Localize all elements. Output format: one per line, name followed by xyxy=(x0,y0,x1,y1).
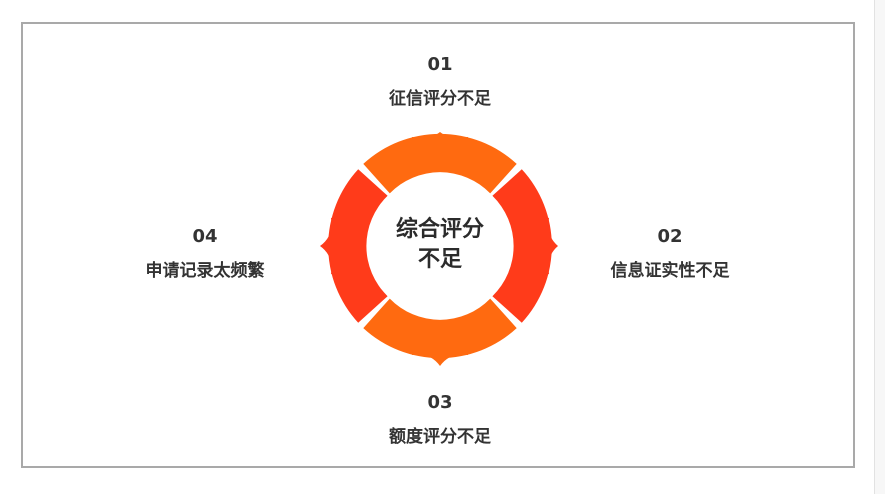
item-right: 02 信息证实性不足 xyxy=(565,226,775,282)
ring-segment-top xyxy=(363,133,517,194)
item-bottom: 03 额度评分不足 xyxy=(340,392,540,448)
item-number: 01 xyxy=(427,54,453,75)
item-number: 03 xyxy=(427,392,453,413)
item-number: 02 xyxy=(657,226,683,247)
item-left: 04 申请记录太频繁 xyxy=(100,226,310,282)
item-top: 01 征信评分不足 xyxy=(340,54,540,110)
item-number: 04 xyxy=(192,226,218,247)
ring-segment-left xyxy=(328,169,388,323)
spike-top xyxy=(410,132,470,150)
scrollbar-strip xyxy=(874,0,885,494)
center-title-line1: 综合评分 xyxy=(395,217,484,242)
center-title-line2: 不足 xyxy=(417,247,462,272)
spike-left xyxy=(320,216,340,276)
ring-segment-bottom xyxy=(363,298,517,359)
spike-bottom xyxy=(410,342,470,366)
item-label: 额度评分不足 xyxy=(389,427,491,447)
ring-segment-right xyxy=(492,169,552,323)
spike-right xyxy=(540,216,558,276)
center-title: 综合评分 不足 xyxy=(370,215,510,275)
ring-inner-circle xyxy=(370,176,510,316)
item-label: 征信评分不足 xyxy=(389,89,491,109)
item-label: 信息证实性不足 xyxy=(610,261,730,281)
item-label: 申请记录太频繁 xyxy=(145,261,265,281)
